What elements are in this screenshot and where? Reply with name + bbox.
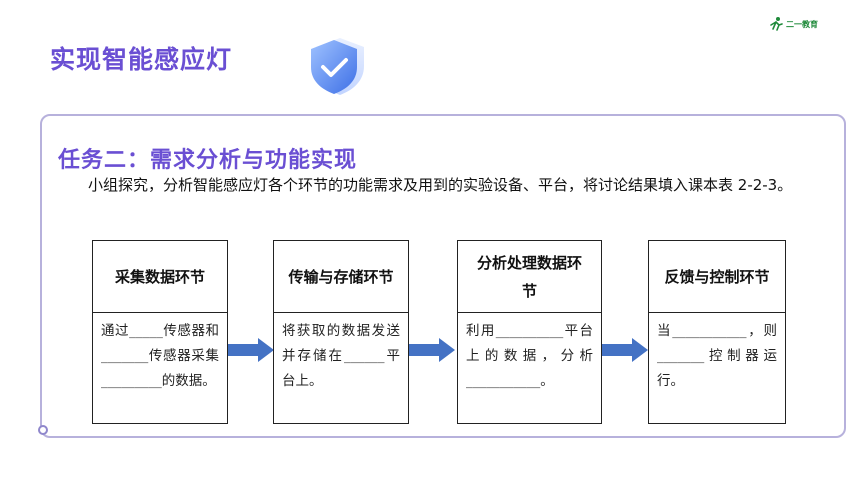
panel-corner-dot xyxy=(38,425,48,435)
brand-text: 二一教育 xyxy=(786,19,818,29)
page-title: 实现智能感应灯 xyxy=(50,45,233,74)
runner-logo-icon xyxy=(770,17,783,31)
task-description: 小组探究，分析智能感应灯各个环节的功能需求及用到的实验设备、平台，将讨论结果填入… xyxy=(88,176,793,194)
flow-box-transmit: 传输与存储环节 将获取的数据发送并存储在______平台上。 xyxy=(273,240,409,424)
flow-box-collect: 采集数据环节 通过_____传感器和_______传感器采集_________的… xyxy=(92,240,228,424)
flow-box-text: 当___________，则_______控制器运行。 xyxy=(657,323,777,389)
flow-box-analyze: 分析处理数据环节 利用__________平台上的数据，分析__________… xyxy=(457,240,602,424)
shield-check-icon xyxy=(311,38,364,95)
flow-arrow-icon xyxy=(228,338,274,362)
flow-box-heading: 传输与存储环节 xyxy=(274,241,408,313)
flow-box-text: 将获取的数据发送并存储在______平台上。 xyxy=(282,323,400,389)
flow-box-heading: 分析处理数据环节 xyxy=(458,241,601,313)
flow-box-text: 通过_____传感器和_______传感器采集_________的数据。 xyxy=(101,323,219,389)
flow-box-heading: 采集数据环节 xyxy=(93,241,227,313)
flow-arrow-icon xyxy=(602,338,648,362)
flow-box-feedback: 反馈与控制环节 当___________，则_______控制器运行。 xyxy=(648,240,786,424)
brand-logo: 二一教育 xyxy=(768,14,818,34)
flow-arrow-icon xyxy=(409,338,455,362)
flow-box-heading: 反馈与控制环节 xyxy=(649,241,785,313)
flow-box-text: 利用__________平台上的数据，分析___________。 xyxy=(466,323,593,389)
task-title: 任务二：需求分析与功能实现 xyxy=(58,148,358,173)
